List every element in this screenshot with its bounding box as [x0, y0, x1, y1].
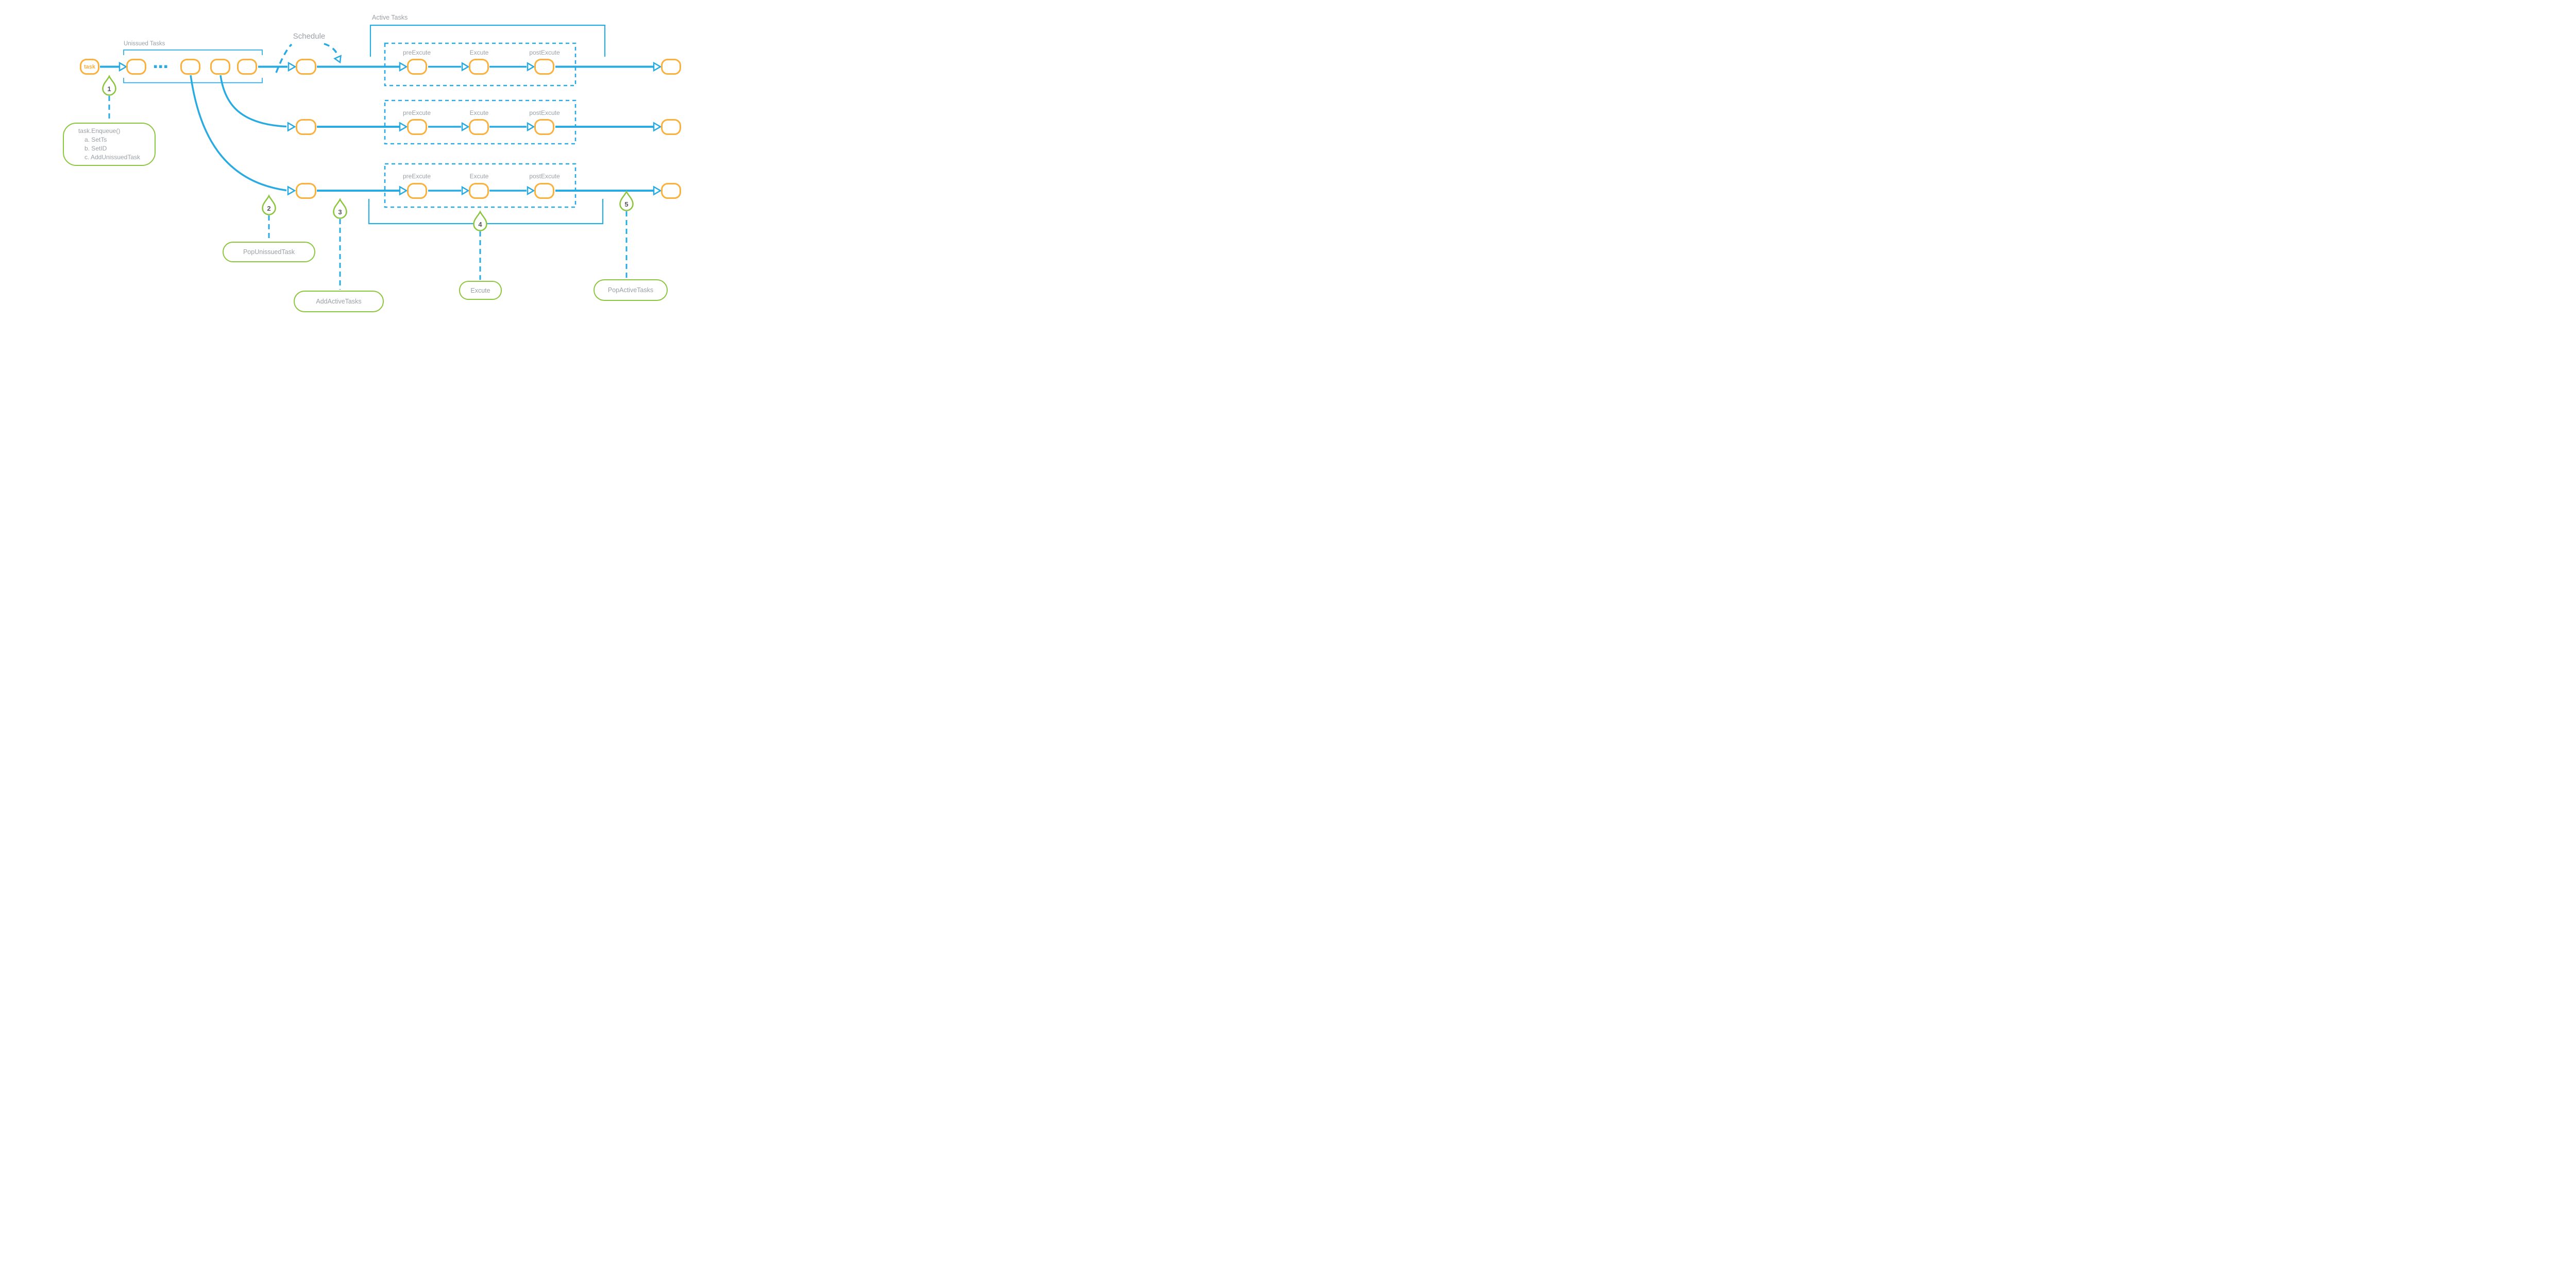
enqueue-callout-line-1: task.Enqueue()	[78, 127, 121, 134]
enqueue-callout: task.Enqueue() a. SetTs b. SetID c. AddU…	[63, 123, 156, 166]
add-active-tasks-callout: AddActiveTasks	[294, 291, 384, 312]
enqueue-callout-line-3: b. SetID	[84, 145, 107, 152]
arrowhead-icons	[118, 55, 662, 196]
queue-node-1	[126, 59, 146, 75]
pre-execute-label-row3: preExcute	[402, 173, 431, 180]
marker-1-number: 1	[107, 85, 111, 93]
marker-teardrop-icons	[102, 74, 634, 231]
pre-execute-node-row2	[407, 119, 427, 135]
pre-execute-node-row3	[407, 182, 427, 199]
connector-layer	[100, 24, 662, 290]
scheduled-node-row3	[296, 182, 316, 199]
scheduled-node-row2	[296, 119, 316, 135]
unissued-tasks-label: Unissued Tasks	[124, 41, 165, 47]
queue-node-2	[180, 59, 200, 75]
marker-5-number: 5	[624, 200, 629, 208]
task-scheduling-diagram: Unissued Tasks Schedule Active Tasks tas…	[0, 0, 800, 329]
execute-label-row1: Excute	[469, 49, 489, 56]
execute-label-row3: Excute	[469, 173, 489, 180]
pop-active-tasks-callout: PopActiveTasks	[594, 279, 668, 301]
marker-4-number: 4	[478, 221, 482, 228]
execute-label-row2: Excute	[469, 109, 489, 116]
queue-node-4	[237, 59, 257, 75]
enqueue-callout-line-4: c. AddUnissuedTask	[84, 154, 141, 161]
marker-connector-lines	[108, 96, 628, 290]
task-node	[80, 59, 99, 75]
pre-execute-label-row1: preExcute	[402, 49, 431, 56]
post-execute-node-row2	[534, 119, 554, 135]
execute-callout: Excute	[459, 281, 502, 300]
post-execute-label-row3: postExcute	[529, 173, 560, 180]
post-execute-node-row3	[534, 182, 554, 199]
post-execute-node-row1	[534, 59, 554, 75]
task-node-label: task	[83, 63, 96, 70]
post-execute-label-row2: postExcute	[529, 109, 560, 116]
pop-unissued-task-callout: PopUnissuedTask	[223, 242, 315, 262]
scheduled-node-row1	[296, 59, 316, 75]
done-node-row1	[661, 59, 681, 75]
execute-node-row2	[469, 119, 489, 135]
marker-2-number: 2	[267, 205, 271, 212]
execute-node-row3	[469, 182, 489, 199]
schedule-label: Schedule	[293, 32, 326, 41]
done-node-row2	[661, 119, 681, 135]
queue-node-3	[210, 59, 230, 75]
marker-3-number: 3	[338, 208, 342, 216]
unissued-tasks-bracket	[123, 49, 263, 83]
done-node-row3	[661, 182, 681, 199]
active-task-dashed-boxes	[384, 42, 577, 208]
active-tasks-top-bracket	[369, 24, 606, 57]
post-execute-label-row1: postExcute	[529, 49, 560, 56]
schedule-dashed-arc	[275, 43, 340, 73]
dispatch-curves	[190, 75, 287, 192]
execute-node-row1	[469, 59, 489, 75]
enqueue-callout-line-2: a. SetTs	[84, 136, 107, 143]
pre-execute-node-row1	[407, 59, 427, 75]
active-tasks-label: Active Tasks	[372, 14, 408, 21]
queue-ellipsis-icon	[154, 65, 167, 68]
pre-execute-label-row2: preExcute	[402, 109, 431, 116]
